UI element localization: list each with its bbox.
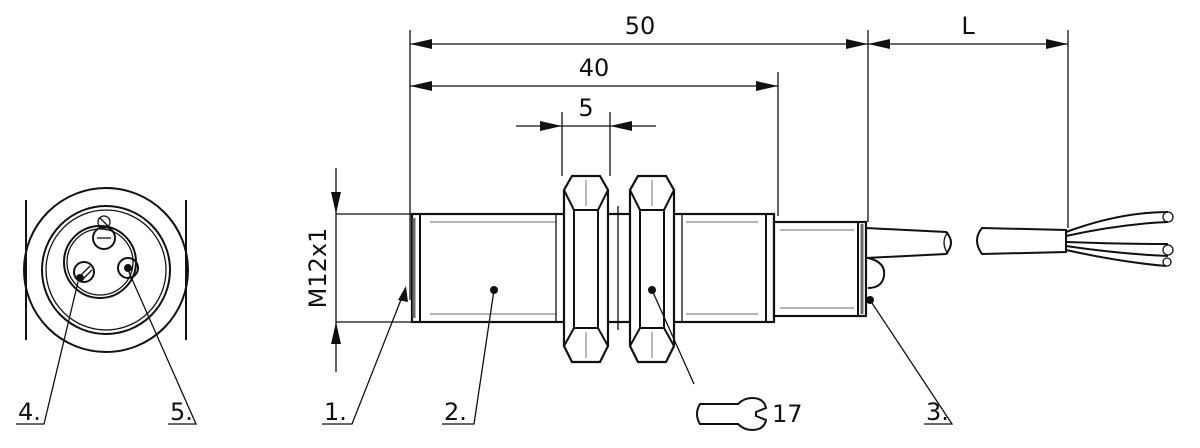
callout-4-label: 4. xyxy=(18,398,41,426)
sensor-body xyxy=(410,174,886,364)
callout-3-label: 3. xyxy=(926,398,949,426)
callouts: 1. 2. 3. 4. 5. xyxy=(16,264,954,426)
wrench-size-value: 17 xyxy=(772,400,803,428)
callout-1-label: 1. xyxy=(324,398,347,426)
dimension-lines xyxy=(331,30,1069,372)
wrench-size: 17 xyxy=(696,396,803,432)
open-end-wrench-icon xyxy=(696,396,768,432)
cable xyxy=(865,211,1174,267)
dimension-labels: 50 L 40 5 M12x1 xyxy=(304,12,975,308)
callout-5-label: 5. xyxy=(170,398,193,426)
dim-thread-size: M12x1 xyxy=(304,228,332,309)
hex-nut-1 xyxy=(562,174,610,364)
dim-thread-length: 40 xyxy=(579,54,610,82)
callout-2-label: 2. xyxy=(444,398,467,426)
dim-nut-thickness: 5 xyxy=(578,94,593,122)
hex-nut-2 xyxy=(628,174,676,364)
dim-overall-length: 50 xyxy=(625,12,656,40)
front-view xyxy=(23,187,189,353)
dim-cable-length: L xyxy=(961,12,975,40)
